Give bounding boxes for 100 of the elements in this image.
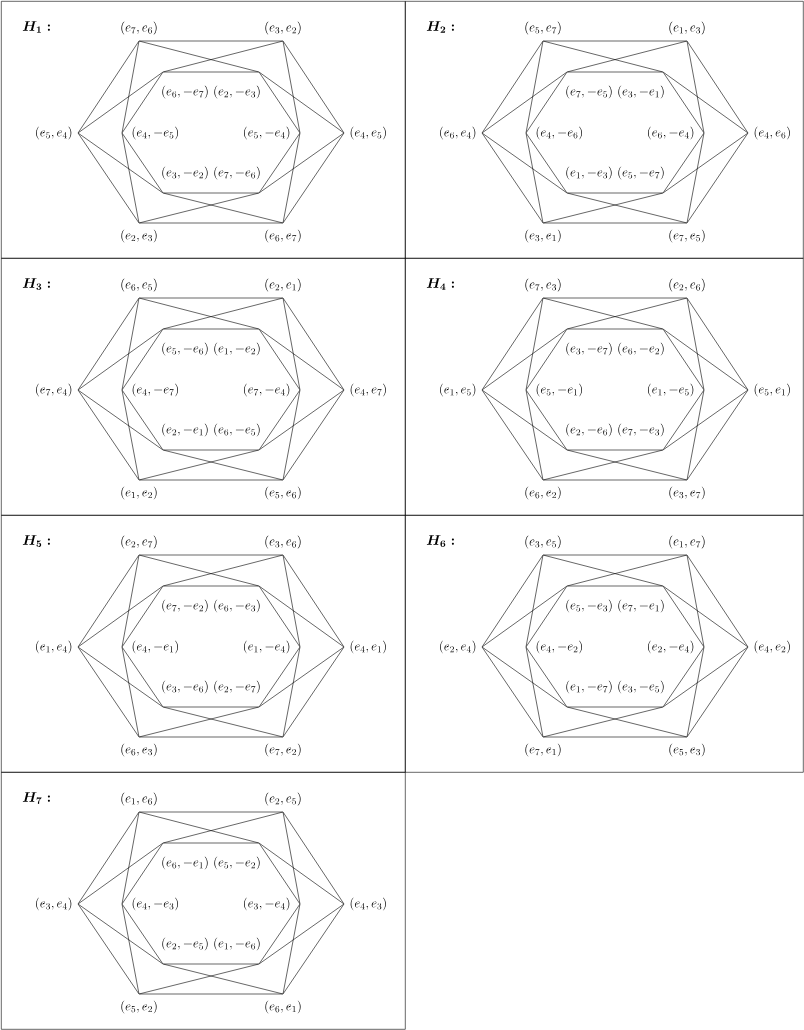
graph-edge [686, 132, 705, 224]
vertex-label: $(e_7, -e_4)$ [244, 383, 290, 397]
graph-edge [542, 554, 688, 556]
graph-edge [481, 646, 568, 708]
graph-edge [481, 297, 544, 391]
vertex-label: $(e_7, -e_5)$ [566, 85, 612, 99]
vertex-label: $(e_2, e_4)$ [440, 640, 476, 654]
graph-edge [258, 585, 301, 648]
vertex-label: $(e_3, -e_6)$ [162, 680, 208, 694]
graph-edge [258, 842, 345, 905]
graph-edge [662, 132, 705, 194]
vertex-label: $(e_6, e_4)$ [440, 126, 476, 140]
graph-edge [481, 132, 544, 224]
graph-edge [121, 40, 140, 134]
graph-edge [258, 328, 301, 391]
vertex-label: $(e_2, -e_6)$ [566, 423, 612, 437]
panel [1, 515, 406, 773]
vertex-label: $(e_2, e_1)$ [265, 278, 301, 292]
graph-edge [121, 646, 140, 738]
vertex-label: $(e_2, -e_5)$ [162, 937, 208, 951]
graph-edge [525, 646, 544, 738]
panel [405, 258, 804, 516]
graph-edge [662, 646, 749, 708]
graph-edge [481, 71, 568, 134]
graph-edge [77, 389, 164, 451]
graph-edge [525, 646, 568, 708]
vertex-label: $(e_5, -e_3)$ [566, 599, 612, 613]
vertex-label: $(e_6, e_7)$ [265, 229, 301, 243]
graph-edge [77, 40, 140, 134]
vertex-label: $(e_1, -e_2)$ [214, 342, 260, 356]
vertex-label: $(e_7, -e_2)$ [162, 599, 208, 613]
graph-edge [686, 554, 705, 648]
graph-edge [481, 646, 544, 738]
vertex-label: $(e_3, e_7)$ [669, 486, 705, 500]
vertex-label: $(e_7, -e_3)$ [618, 423, 664, 437]
vertex-label: $(e_3, e_2)$ [265, 21, 301, 35]
vertex-label: $(e_1, -e_3)$ [566, 166, 612, 180]
vertex-label: $(e_2, e_3)$ [121, 229, 157, 243]
vertex-label: $(e_3, e_1)$ [525, 229, 561, 243]
graph-edge [542, 297, 688, 299]
vertex-label: $(e_5, -e_1)$ [536, 383, 582, 397]
graph-edge [77, 646, 140, 738]
graph-edge [121, 646, 164, 708]
vertex-label: $(e_1, -e_7)$ [566, 680, 612, 694]
graph-edge [686, 389, 749, 481]
graph-edge [138, 736, 284, 738]
graph-edge [566, 449, 664, 451]
vertex-label: $(e_1, e_2)$ [121, 486, 157, 500]
graph-edge [162, 71, 260, 73]
graph-edge [121, 903, 140, 995]
graph-edge [525, 71, 568, 134]
graph-edge [121, 903, 164, 965]
graph-edge [525, 554, 544, 648]
graph-edge [121, 389, 140, 481]
graph-edge [162, 706, 260, 708]
panel-title: $H_5:$ [22, 535, 50, 547]
vertex-label: $(e_1, e_7)$ [669, 535, 705, 549]
vertex-label: $(e_6, -e_5)$ [214, 423, 260, 437]
vertex-label: $(e_7, -e_1)$ [618, 599, 664, 613]
graph-edge [162, 842, 260, 844]
graph-edge [542, 736, 688, 738]
vertex-label: $(e_6, -e_3)$ [214, 599, 260, 613]
vertex-label: $(e_3, -e_5)$ [618, 680, 664, 694]
graph-edge [662, 71, 749, 134]
vertex-label: $(e_6, -e_4)$ [648, 126, 694, 140]
graph-edge [77, 132, 140, 224]
graph-edge [77, 903, 140, 995]
graph-edge [525, 389, 568, 451]
vertex-label: $(e_5, e_3)$ [669, 743, 705, 757]
graph-edge [77, 585, 164, 648]
graph-edge [138, 222, 284, 224]
graph-edge [662, 71, 705, 134]
graph-edge [481, 40, 544, 134]
graph-edge [525, 585, 568, 648]
vertex-label: $(e_3, -e_7)$ [566, 342, 612, 356]
graph-edge [121, 132, 140, 224]
graph-edge [258, 71, 301, 134]
graph-edge [162, 963, 260, 965]
vertex-label: $(e_7, e_3)$ [525, 278, 561, 292]
graph-edge [162, 192, 260, 194]
graph-edge [77, 554, 140, 648]
vertex-label: $(e_4, -e_7)$ [132, 383, 178, 397]
graph-edge [77, 646, 164, 708]
panel-title: $H_7:$ [22, 792, 50, 804]
graph-edge [282, 389, 301, 481]
vertex-label: $(e_6, -e_2)$ [618, 342, 664, 356]
vertex-label: $(e_7, e_5)$ [669, 229, 705, 243]
graph-edge [662, 646, 705, 708]
graph-edge [542, 479, 688, 481]
graph-edge [282, 297, 301, 391]
vertex-label: $(e_6, -e_1)$ [162, 856, 208, 870]
graph-edge [662, 132, 749, 194]
graph-edge [121, 328, 164, 391]
vertex-label: $(e_4, e_1)$ [350, 640, 386, 654]
vertex-label: $(e_3, -e_1)$ [618, 85, 664, 99]
vertex-label: $(e_1, e_6)$ [121, 792, 157, 806]
vertex-label: $(e_3, -e_4)$ [244, 897, 290, 911]
graph-edge [162, 328, 260, 330]
graph-edge [258, 328, 345, 391]
graph-edge [282, 554, 345, 648]
